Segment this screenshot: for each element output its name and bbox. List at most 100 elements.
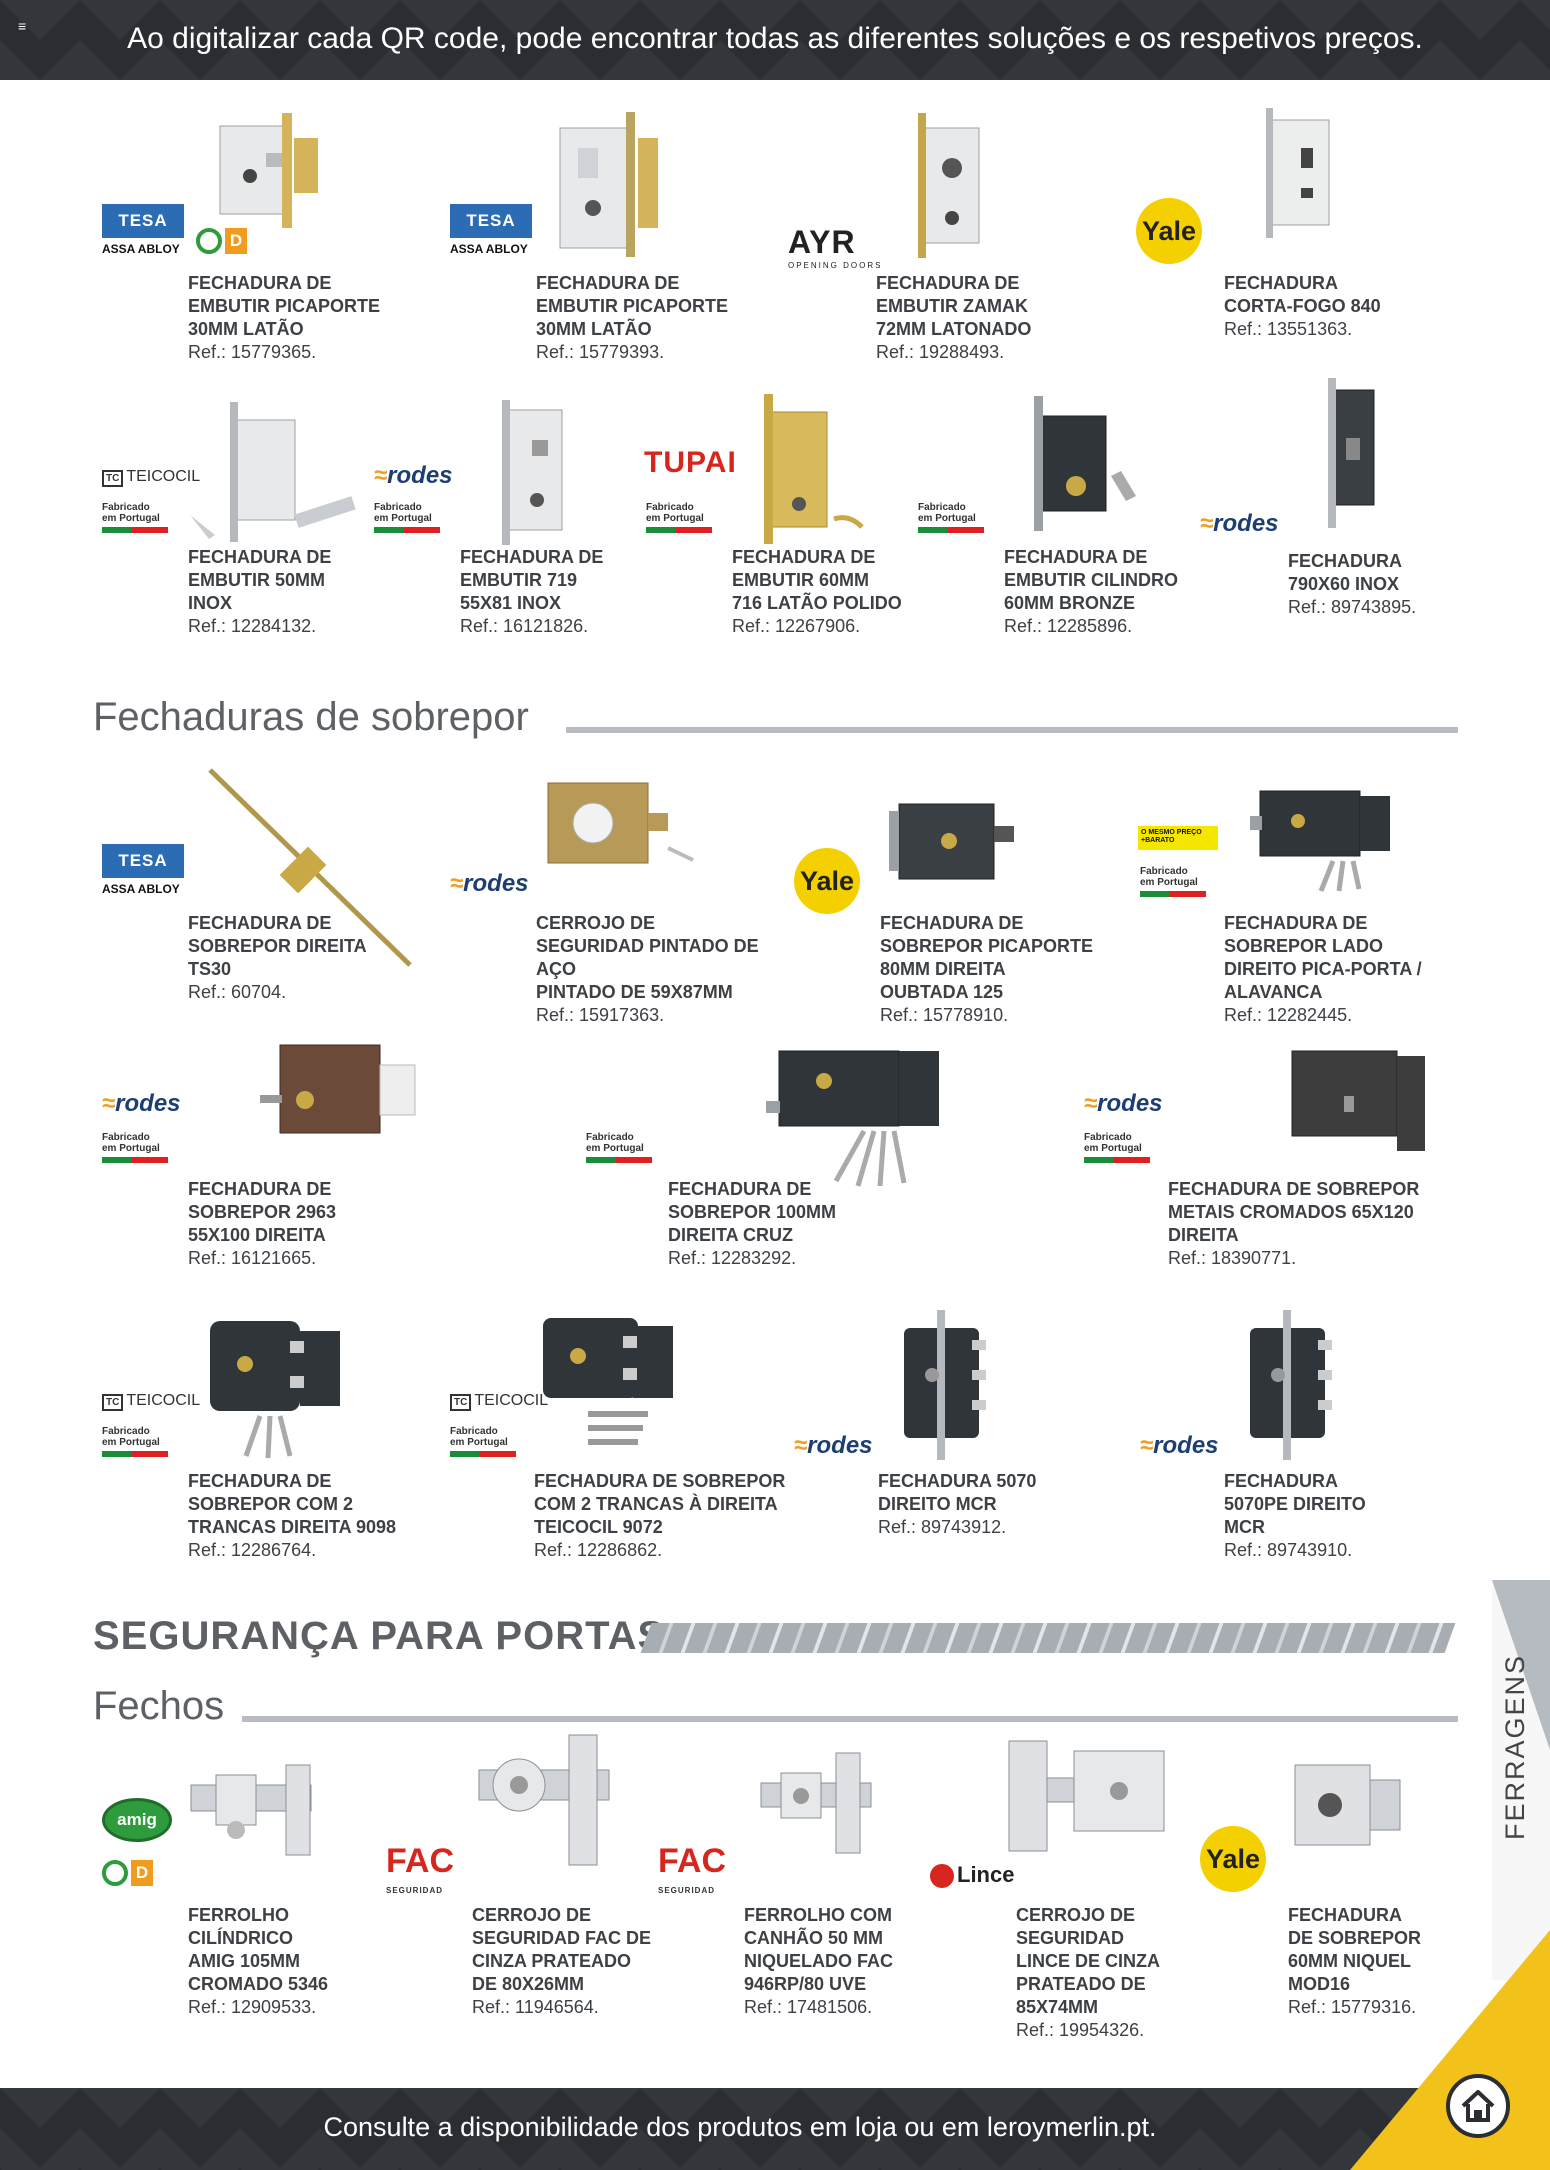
made-in-portugal-badge: Fabricado em Portugal	[102, 1132, 168, 1163]
qr-d-icon: D	[102, 1860, 153, 1886]
product-ref: Ref.: 19954326.	[1016, 2020, 1145, 2040]
product-image	[478, 1734, 610, 1866]
product-name: FECHADURA DE EMBUTIR 60MM 716 LATÃO POLI…	[732, 547, 902, 636]
product-card[interactable]: amig D FERROLHO CILÍNDRICO AMIG 105MM CR…	[100, 1760, 380, 2030]
product-image	[210, 1321, 340, 1459]
product-ref: Ref.: 89743912.	[878, 1517, 1007, 1537]
yale-logo: Yale	[1136, 198, 1202, 264]
product-image	[918, 113, 980, 258]
made-in-portugal-badge: Fabricado em Portugal	[450, 1426, 516, 1457]
product-image	[190, 1764, 312, 1856]
product-ref: Ref.: 60704.	[188, 982, 287, 1002]
rodes-logo: ≈rodes	[450, 870, 529, 897]
promo-tag: O MESMO PREÇO +BARATO	[1138, 826, 1218, 850]
product-image	[208, 768, 412, 967]
rodes-logo: ≈rodes	[102, 1090, 181, 1117]
product-name: FECHADURA DE EMBUTIR CILINDRO 60MM BRONZ…	[1004, 547, 1178, 636]
product-image	[1266, 108, 1330, 238]
section-title-sobrepor: Fechaduras de sobrepor	[93, 695, 529, 739]
product-image	[219, 113, 318, 228]
product-ref: Ref.: 12283292.	[668, 1248, 797, 1268]
product-card[interactable]: O MESMO PREÇO +BARATO Fabricado em Portu…	[1138, 786, 1458, 1036]
product-ref: Ref.: 12286764.	[188, 1540, 317, 1560]
product-name: FECHADURA DE SOBREPOR LADO DIREITO PICA-…	[1224, 913, 1422, 1025]
product-image	[190, 402, 356, 542]
product-ref: Ref.: 12285896.	[1004, 616, 1133, 636]
section-divider	[640, 1623, 1456, 1653]
product-card[interactable]: ≈rodes Fabricado em Portugal FECHADURA D…	[372, 400, 642, 650]
made-in-portugal-badge: Fabricado em Portugal	[374, 502, 440, 533]
header-text: Ao digitalizar cada QR code, pode encont…	[127, 22, 1423, 55]
product-image	[889, 803, 1014, 880]
qr-d-icon: D	[196, 228, 247, 254]
product-image	[760, 1752, 872, 1854]
product-card[interactable]: ≈rodes Fabricado em Portugal FECHADURA D…	[1082, 1046, 1462, 1276]
product-name: FERROLHO CILÍNDRICO AMIG 105MM CROMADO 5…	[188, 1905, 329, 2017]
product-name: FECHADURA DE SOBREPOR 2963 55X100 DIREIT…	[188, 1179, 337, 1268]
product-card[interactable]: ≈rodes Fabricado em Portugal FECHADURA D…	[100, 1040, 450, 1280]
rodes-logo: ≈rodes	[794, 1432, 873, 1459]
product-ref: Ref.: 16121665.	[188, 1248, 317, 1268]
product-image	[1294, 1764, 1401, 1846]
product-card[interactable]: Fabricado em Portugal FECHADURA DE SOBRE…	[584, 1046, 964, 1276]
product-card[interactable]: Fabricado em Portugal FECHADURA DE EMBUT…	[916, 396, 1186, 650]
product-name: FECHADURA DE EMBUTIR PICAPORTE 30MM LATÃ…	[536, 273, 729, 362]
side-tab-decoration	[1492, 1580, 1550, 1750]
product-card[interactable]: TUPAI Fabricado em Portugal FECHADURA DE…	[644, 394, 914, 650]
product-name: CERROJO DE SEGURIDAD PINTADO DE AÇO PINT…	[536, 912, 768, 1027]
header-pattern	[0, 0, 1550, 80]
made-in-portugal-badge: Fabricado em Portugal	[102, 502, 168, 533]
product-image	[1328, 378, 1375, 528]
product-card[interactable]: ≈rodes CERROJO DE SEGURIDAD PINTADO DE A…	[448, 778, 768, 1028]
rodes-logo: ≈rodes	[374, 462, 453, 489]
made-in-portugal-badge: Fabricado em Portugal	[1084, 1132, 1150, 1163]
product-name: CERROJO DE SEGURIDAD FAC DE CINZA PRATEA…	[472, 1905, 652, 2017]
section-title-fechos: Fechos	[93, 1684, 225, 1728]
product-card[interactable]: Lince CERROJO DE SEGURIDAD LINCE DE CINZ…	[928, 1736, 1228, 2046]
product-ref: Ref.: 16121826.	[460, 616, 589, 636]
section-divider	[566, 727, 1458, 733]
product-ref: Ref.: 15779365.	[188, 342, 317, 362]
corner-decoration	[1350, 1930, 1550, 2170]
product-name: FECHADURA DE SOBREPOR COM 2 TRANCAS À DI…	[534, 1471, 786, 1560]
product-name: FECHADURA DE EMBUTIR PICAPORTE 30MM LATÃ…	[188, 273, 381, 362]
product-image	[547, 782, 694, 864]
home-button[interactable]	[1446, 2074, 1510, 2138]
product-image	[260, 1044, 416, 1134]
product-ref: Ref.: 89743895.	[1288, 597, 1417, 617]
amig-logo: amig	[102, 1798, 172, 1842]
product-image	[543, 1318, 673, 1445]
made-in-portugal-badge: Fabricado em Portugal	[1140, 866, 1206, 897]
menu-icon[interactable]: ≡	[18, 18, 27, 34]
made-in-portugal-badge: Fabricado em Portugal	[102, 1426, 168, 1457]
product-ref: Ref.: 15779393.	[536, 342, 665, 362]
rodes-logo: ≈rodes	[1200, 510, 1279, 537]
product-card[interactable]: Yale FECHADURA DE SOBREPOR PICAPORTE 80M…	[794, 796, 1114, 1036]
product-ref: Ref.: 18390771.	[1168, 1248, 1297, 1268]
product-name: FERROLHO COM CANHÃO 50 MM NIQUELADO FAC …	[744, 1905, 894, 2017]
